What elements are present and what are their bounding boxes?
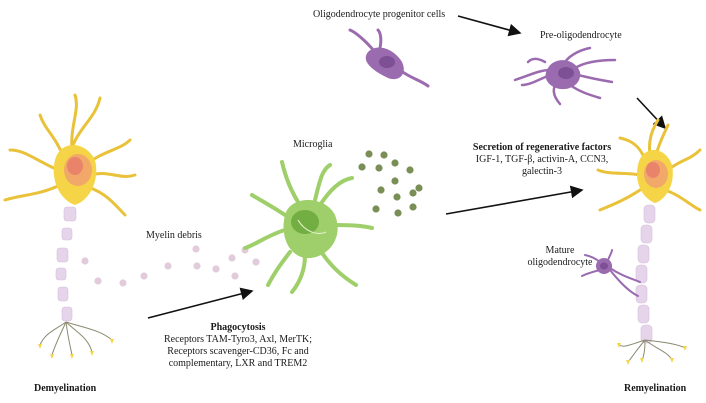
opc-cell — [348, 28, 430, 88]
arrow-phagocytosis — [147, 287, 254, 319]
secretion-block: Secretion of regenerative factors IGF-1,… — [447, 142, 637, 178]
phagocytosis-title: Phagocytosis — [210, 322, 266, 333]
phagocytosis-line-1: Receptors TAM-Tyro3, Axl, MerTK; — [163, 334, 312, 345]
arrow-opc-to-pre — [457, 15, 522, 37]
phagocytosis-block: Phagocytosis Receptors TAM-Tyro3, Axl, M… — [133, 322, 343, 370]
mature-oligo-line-2: oligodendrocyte — [527, 257, 593, 268]
demyelinated-neuron — [3, 93, 137, 359]
microglia-cell — [243, 160, 374, 294]
secretion-line-2: galectin-3 — [522, 166, 562, 177]
label-pre-oligodendrocyte: Pre-oligodendrocyte — [540, 30, 622, 41]
secretion-line-1: IGF-1, TGF-β, activin-A, CCN3, — [475, 154, 609, 165]
arrow-microglia-to-remyelination — [445, 185, 584, 215]
label-myelin-debris: Myelin debris — [146, 230, 202, 241]
secretion-title: Secretion of regenerative factors — [472, 142, 612, 153]
mature-oligo-line-1: Mature — [545, 245, 575, 256]
label-demyelination: Demyelination — [34, 383, 97, 394]
label-mature-oligodendrocyte: Mature oligodendrocyte — [520, 245, 600, 269]
remyelinated-neuron — [596, 118, 702, 365]
label-microglia: Microglia — [293, 139, 333, 150]
pre-oligodendrocyte-cell — [513, 46, 617, 106]
regenerative-factor-dots — [358, 150, 423, 217]
label-remyelination: Remyelination — [624, 383, 687, 394]
myelin-debris-dots — [81, 245, 260, 287]
phagocytosis-line-2: Receptors scavenger-CD36, Fc and — [167, 346, 309, 357]
label-opc: Oligodendrocyte progenitor cells — [313, 9, 446, 20]
phagocytosis-line-3: complementary, LXR and TREM2 — [168, 358, 308, 369]
arrow-pre-to-remyelination — [636, 97, 667, 130]
mature-oligodendrocyte-cell — [581, 249, 641, 297]
